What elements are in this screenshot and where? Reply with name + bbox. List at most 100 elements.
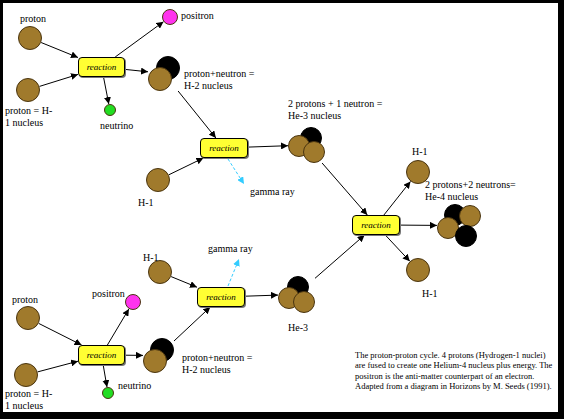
reaction-arrow <box>315 235 365 278</box>
particle-shape <box>148 260 172 284</box>
proton-ball <box>304 142 325 163</box>
reaction-arrow <box>39 323 82 345</box>
reaction-arrow <box>38 361 78 372</box>
deuterium-nucleus: proton+neutron = H-2 nucleus <box>143 338 174 373</box>
particle-label: positron <box>181 10 214 22</box>
gamma-ray-arrow <box>228 259 239 286</box>
particle-label: proton+neutron = H-2 nucleus <box>182 352 258 375</box>
caption: The proton-proton cycle. 4 protons (Hydr… <box>355 350 555 392</box>
particle-shape <box>125 294 141 310</box>
reaction-arrow <box>125 69 148 71</box>
particle-label: proton = H-1 nucleus <box>5 388 55 411</box>
neutron-ball <box>456 226 477 247</box>
particle-label: proton <box>20 13 46 25</box>
particle-label: positron <box>92 288 125 300</box>
particle-label: proton <box>12 294 38 306</box>
reaction-arrow <box>125 355 143 356</box>
reaction-label: reaction <box>87 62 117 72</box>
particle-shape <box>18 26 42 50</box>
helium3-nucleus: He-3 <box>278 276 315 313</box>
reaction-arrow <box>107 309 128 345</box>
proton-ball <box>460 206 481 227</box>
particle-shape <box>16 78 40 102</box>
particle-shape <box>16 306 40 330</box>
reaction-arrow <box>322 163 367 215</box>
proton-ball <box>149 68 172 91</box>
reaction-arrow <box>384 181 411 215</box>
proton-particle: H-1 <box>406 258 430 282</box>
reaction-box: reaction <box>78 57 125 77</box>
reaction-arrow <box>248 146 288 147</box>
particle-ball <box>126 295 141 310</box>
particle-shape <box>162 9 178 25</box>
proton-ball <box>17 307 40 330</box>
reaction-arrow <box>41 43 78 58</box>
proton-particle: H-1 <box>146 168 170 192</box>
particle-shape <box>143 338 174 373</box>
proton-particle: H-1 <box>148 260 172 284</box>
proton-ball <box>147 169 170 192</box>
reaction-box: reaction <box>200 138 248 158</box>
proton-particle: proton = H-1 nucleus <box>16 78 40 102</box>
particle-label: proton+neutron = H-2 nucleus <box>184 68 260 91</box>
reaction-box: reaction <box>197 287 245 307</box>
particle-shape <box>14 363 38 387</box>
gamma-ray-arrow <box>228 159 244 184</box>
neutrino-particle: neutrino <box>104 104 116 116</box>
deuterium-nucleus: proton+neutron = H-2 nucleus <box>148 56 180 91</box>
particle-ball <box>103 388 114 399</box>
particle-shape <box>102 387 114 399</box>
proton-ball <box>144 350 167 373</box>
reaction-arrow <box>174 307 210 341</box>
reaction-arrow <box>400 225 437 226</box>
reaction-arrow <box>115 22 163 57</box>
gamma-ray-label: gamma ray <box>250 186 295 198</box>
proton-particle: proton <box>18 26 42 50</box>
reaction-box: reaction <box>78 345 125 365</box>
neutrino-particle: neutrino <box>102 387 114 399</box>
proton-particle: proton = H-1 nucleus <box>14 363 38 387</box>
particle-label: neutrino <box>118 380 151 392</box>
particle-label: proton = H-1 nucleus <box>5 105 55 128</box>
reaction-label: reaction <box>209 143 239 153</box>
reaction-box: reaction <box>352 215 400 235</box>
particle-shape <box>104 104 116 116</box>
particle-shape <box>406 258 430 282</box>
particle-shape <box>146 168 170 192</box>
particle-label: 2 protons + 1 neutron = He-3 nucleus <box>288 98 388 121</box>
proton-ball <box>15 364 38 387</box>
helium3-nucleus: 2 protons + 1 neutron = He-3 nucleus <box>288 127 325 163</box>
particle-label: H-1 <box>412 146 428 158</box>
positron-particle: positron <box>162 9 178 25</box>
particle-ball <box>105 105 116 116</box>
helium4-nucleus: 2 protons+2 neutrons= He-4 nucleus <box>437 204 481 247</box>
reaction-arrow <box>385 235 410 261</box>
reaction-arrow <box>169 158 204 175</box>
reaction-arrow <box>103 365 107 387</box>
gamma-ray-label: gamma ray <box>208 243 253 255</box>
reaction-arrow <box>245 295 278 296</box>
particle-label: H-1 <box>143 252 159 264</box>
particle-label: H-1 <box>138 197 154 209</box>
reaction-label: reaction <box>87 350 117 360</box>
particle-label: neutrino <box>100 120 133 132</box>
reaction-arrow <box>104 77 109 104</box>
reaction-arrow <box>171 277 197 288</box>
proton-ball <box>407 259 430 282</box>
particle-shape <box>148 56 180 91</box>
proton-ball <box>17 79 40 102</box>
positron-particle: positron <box>125 294 141 310</box>
particle-shape <box>288 127 325 163</box>
reaction-label: reaction <box>361 220 391 230</box>
particle-ball <box>163 10 178 25</box>
particle-shape <box>278 276 315 313</box>
proton-ball <box>19 27 42 50</box>
reaction-arrow <box>178 91 216 138</box>
reaction-label: reaction <box>206 292 236 302</box>
proton-ball <box>294 292 315 313</box>
particle-label: 2 protons+2 neutrons= He-4 nucleus <box>425 179 521 202</box>
proton-ball <box>149 261 172 284</box>
particle-label: H-1 <box>422 288 438 300</box>
reaction-arrow <box>40 74 79 86</box>
proton-particle: proton <box>16 306 40 330</box>
